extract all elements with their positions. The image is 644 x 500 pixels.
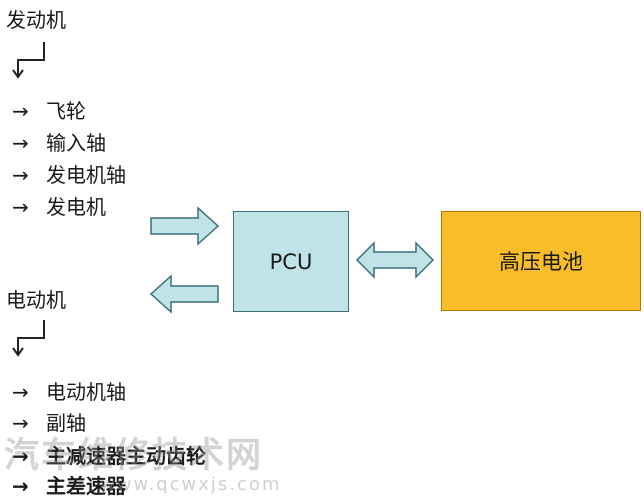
- engine-item-input-shaft: →输入轴: [12, 131, 106, 155]
- engine-to-pcu-arrow-icon: [150, 206, 220, 246]
- right-arrow-icon: →: [12, 411, 29, 435]
- battery-label: 高压电池: [499, 250, 583, 274]
- right-arrow-icon: →: [12, 195, 29, 219]
- watermark-url: www.qcwxjs.com: [100, 474, 282, 495]
- right-arrow-icon: →: [12, 131, 29, 155]
- engine-item-flywheel: →飞轮: [12, 99, 86, 123]
- motor-down-arrow-icon: [12, 320, 45, 357]
- engine-item-generator: →发电机: [12, 195, 106, 219]
- motor-item-motor-shaft: →电动机轴: [12, 380, 126, 404]
- engine-down-arrow-icon: [12, 42, 45, 79]
- motor-item-differential: →主差速器: [12, 474, 126, 498]
- pcu-label: PCU: [269, 249, 313, 274]
- pcu-to-motor-arrow-icon: [149, 274, 219, 314]
- right-arrow-icon: →: [12, 444, 29, 468]
- engine-title: 发动机: [6, 8, 66, 32]
- engine-item-generator-shaft: →发电机轴: [12, 163, 126, 187]
- battery-box: 高压电池: [441, 211, 641, 311]
- right-arrow-icon: →: [12, 474, 29, 498]
- motor-item-countershaft: →副轴: [12, 411, 86, 435]
- motor-item-final-drive-gear: →主减速器主动齿轮: [12, 444, 206, 468]
- right-arrow-icon: →: [12, 99, 29, 123]
- right-arrow-icon: →: [12, 163, 29, 187]
- right-arrow-icon: →: [12, 380, 29, 404]
- pcu-box: PCU: [233, 211, 349, 312]
- motor-title: 电动机: [6, 288, 66, 312]
- pcu-battery-bidirectional-arrow-icon: [355, 241, 435, 279]
